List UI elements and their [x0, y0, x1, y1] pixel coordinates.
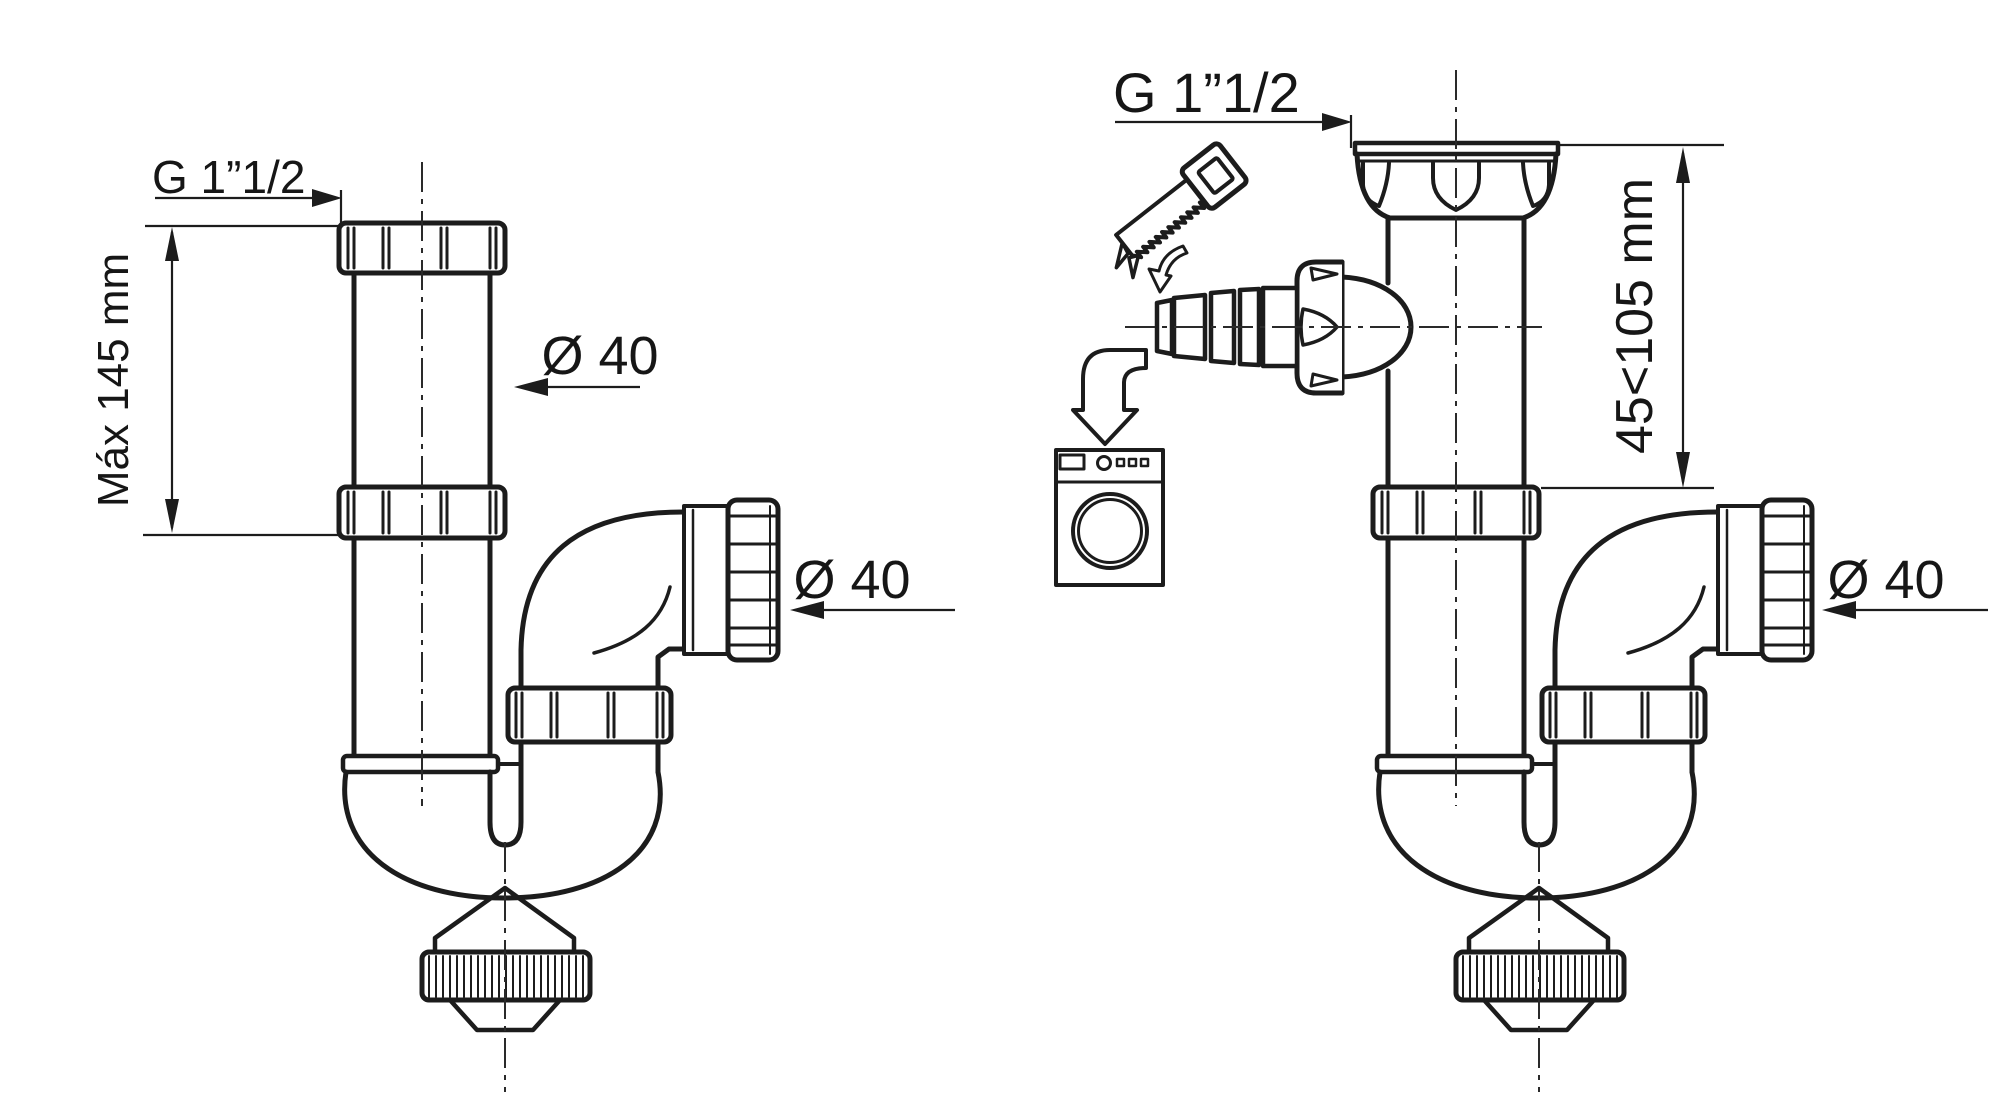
- saw-icon: [1114, 141, 1249, 280]
- outlet-connector: [1716, 504, 1764, 656]
- dimension-outlet-diameter-right: [1822, 601, 1988, 619]
- knob: [1096, 455, 1112, 471]
- detergent-drawer: [1058, 453, 1086, 471]
- outlet-nut: [1759, 497, 1815, 663]
- outlet-nut: [725, 497, 781, 663]
- label-outlet-diameter-left: Ø 40: [793, 550, 910, 610]
- label-thread-right: G 1”1/2: [1113, 61, 1300, 124]
- tulip-scallop-left: [1361, 161, 1391, 208]
- riser-nut: [505, 685, 674, 745]
- arrowhead-down: [165, 499, 179, 533]
- cleanout-cap: [419, 885, 593, 1033]
- label-max-height: Máx 145 mm: [89, 253, 138, 507]
- right-siphon-figure: [1154, 140, 1815, 1033]
- icons: [1054, 141, 1249, 587]
- door-outer: [1071, 492, 1149, 570]
- riser-nut: [1539, 685, 1708, 745]
- washing-machine-icon: [1054, 448, 1165, 587]
- arrowhead: [790, 601, 824, 619]
- text-labels: G 1”1/2 Máx 145 mm Ø 40 Ø 40 G 1”1/2 45<…: [89, 61, 1945, 610]
- dimensions: [143, 113, 1988, 619]
- inlet-pipe: [1385, 215, 1527, 759]
- button: [1115, 457, 1126, 468]
- outlet-connector: [682, 504, 730, 656]
- dimension-outlet-diameter-left: [790, 601, 955, 619]
- dimension-height-range: [1541, 143, 1724, 490]
- label-height-range: 45<105 mm: [1606, 178, 1664, 454]
- label-thread-left: G 1”1/2: [152, 151, 305, 203]
- inlet-pipe: [351, 270, 493, 759]
- drain-elbow: [518, 509, 687, 691]
- arrowhead: [514, 378, 548, 396]
- curved-down-arrow-icon: [1147, 244, 1189, 294]
- label-outlet-diameter-right: Ø 40: [1827, 550, 1944, 610]
- arrowhead-up: [165, 227, 179, 261]
- hose-barb: [1154, 285, 1300, 369]
- label-inlet-diameter-left: Ø 40: [541, 326, 658, 386]
- dimension-inlet-diameter-left: [514, 378, 640, 396]
- drain-elbow: [1552, 509, 1721, 691]
- door-inner: [1077, 498, 1143, 564]
- arrowhead-down: [1676, 452, 1690, 488]
- arrowhead: [1822, 601, 1856, 619]
- washer-branch-port: [1154, 259, 1414, 396]
- tulip-scallop-right: [1521, 161, 1551, 208]
- center-lines: [421, 70, 1542, 1092]
- dimension-thread-left: [155, 189, 343, 228]
- trap-collar: [340, 753, 523, 775]
- button: [1139, 457, 1150, 468]
- button: [1127, 457, 1138, 468]
- dimension-max-height: [143, 224, 338, 537]
- arrowhead: [312, 189, 342, 207]
- arrowhead: [1322, 113, 1352, 131]
- bent-down-arrow-icon: [1071, 348, 1148, 446]
- arrowhead-up: [1676, 147, 1690, 183]
- trap-collar: [1374, 753, 1557, 775]
- dimension-thread-right: [1115, 113, 1353, 148]
